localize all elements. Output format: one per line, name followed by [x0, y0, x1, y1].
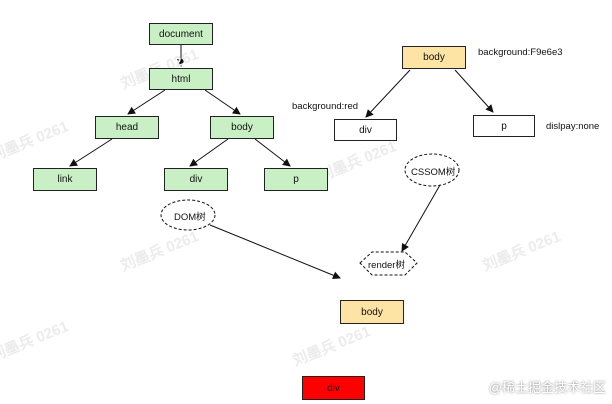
edge-cssom-render [401, 184, 441, 252]
render-label-hexagon [359, 251, 418, 276]
dom-node-document: document [149, 23, 213, 45]
edge-body-p [254, 138, 291, 167]
cssom-div-style-note: background:red [292, 101, 359, 112]
edge-dom-render [209, 224, 341, 280]
cssom-node-p: p [473, 115, 535, 137]
dom-node-p: p [264, 168, 328, 191]
cssom-label-ellipse [404, 153, 460, 187]
render-tree-label: render树 [368, 260, 405, 271]
dom-node-div: div [164, 168, 228, 191]
edge-body-div [189, 138, 229, 167]
dom-tree-label: DOM树 [174, 212, 206, 223]
dom-node-html: html [149, 68, 213, 90]
edge-cssom-body-div [365, 69, 411, 118]
dom-node-body: body [210, 116, 274, 139]
render-node-div: div [302, 376, 365, 400]
dom-node-link: link [33, 168, 97, 191]
dom-node-head: head [95, 116, 159, 139]
cssom-body-style-note: background:F9e6e3 [478, 47, 563, 58]
dom-label-ellipse [160, 199, 216, 231]
edge-cssom-body-p [454, 69, 494, 113]
render-node-body: body [340, 300, 404, 324]
edge-html-body [204, 89, 241, 115]
cssom-tree-label: CSSOM树 [411, 167, 456, 178]
site-watermark: @稀土掘金技术社区 [488, 380, 606, 395]
cssom-node-body: body [402, 46, 466, 69]
cssom-node-div: div [334, 119, 397, 141]
edge-head-link [69, 138, 113, 167]
edge-html-head [127, 89, 166, 115]
cssom-p-style-note: dislpay:none [546, 121, 600, 132]
